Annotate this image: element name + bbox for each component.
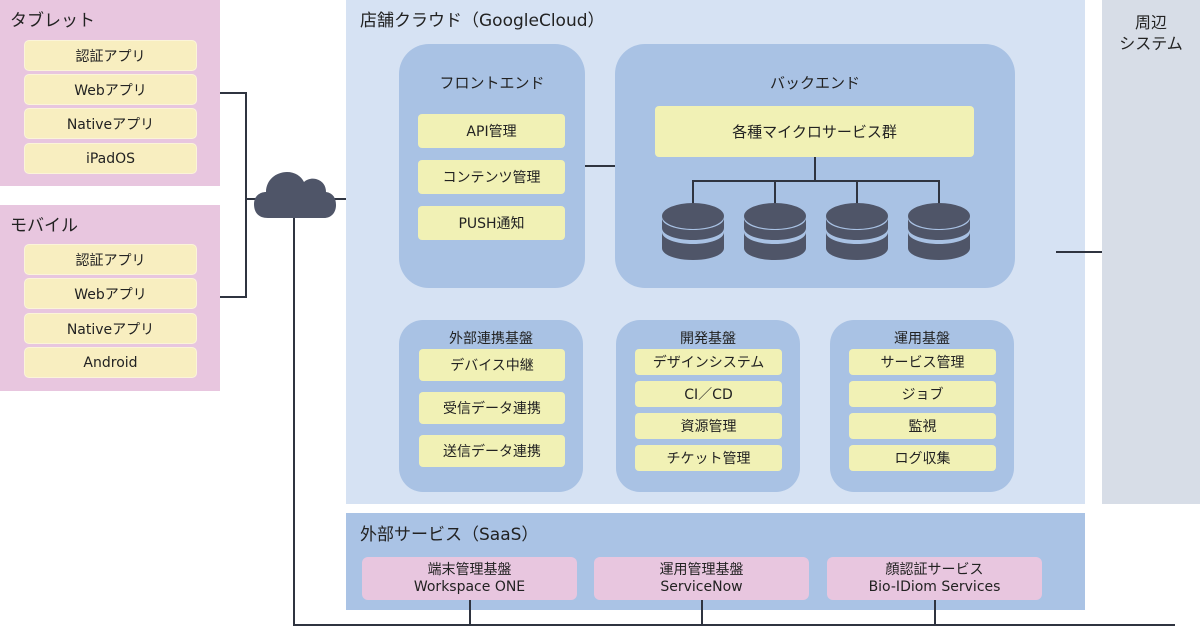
mobile-item-os: Android xyxy=(24,347,197,378)
connector-db-4 xyxy=(938,180,940,204)
operations-item-log-collection: ログ収集 xyxy=(849,445,996,471)
connector-bottom-bus xyxy=(293,624,1175,626)
operations-item-monitoring: 監視 xyxy=(849,413,996,439)
saas-item-product: Bio-IDiom Services xyxy=(868,578,1001,595)
development-item-design-system: デザインシステム xyxy=(635,349,782,375)
peripheral-title: 周辺 システム xyxy=(1102,12,1200,54)
database-icon xyxy=(826,203,888,260)
frontend-item-contents: コンテンツ管理 xyxy=(418,160,565,194)
frontend-group: フロントエンド API管理 コンテンツ管理 PUSH通知 xyxy=(399,44,585,288)
connector-devices-vertical xyxy=(245,92,247,298)
connector-cloud-down xyxy=(293,215,295,626)
operations-item-jobs: ジョブ xyxy=(849,381,996,407)
integration-group: 外部連携基盤 デバイス中継 受信データ連携 送信データ連携 xyxy=(399,320,583,492)
integration-item-send: 送信データ連携 xyxy=(419,435,565,467)
connector-frontend-backend xyxy=(585,165,615,167)
peripheral-panel: 周辺 システム xyxy=(1102,0,1200,504)
mobile-item-native-app: Nativeアプリ xyxy=(24,313,197,344)
peripheral-title-line1: 周辺 xyxy=(1134,13,1167,32)
store-cloud-panel: 店舗クラウド（GoogleCloud） フロントエンド API管理 コンテンツ管… xyxy=(346,0,1085,504)
frontend-title: フロントエンド xyxy=(439,74,545,92)
connector-cloud-to-store xyxy=(333,198,346,200)
saas-item-category: 運用管理基盤 xyxy=(659,561,744,578)
development-item-tickets: チケット管理 xyxy=(635,445,782,471)
saas-item-product: ServiceNow xyxy=(660,578,743,595)
connector-services-down xyxy=(814,157,816,181)
development-group: 開発基盤 デザインシステム CI／CD 資源管理 チケット管理 xyxy=(616,320,800,492)
connector-db-3 xyxy=(856,180,858,204)
saas-item-bio-idiom: 顔認証サービス Bio-IDiom Services xyxy=(827,557,1042,600)
tablet-title: タブレット xyxy=(10,11,95,31)
connector-db-1 xyxy=(692,180,694,204)
database-icon xyxy=(662,203,724,260)
connector-db-2 xyxy=(774,180,776,204)
saas-item-category: 端末管理基盤 xyxy=(427,561,512,578)
database-icon xyxy=(908,203,970,260)
saas-title: 外部サービス（SaaS） xyxy=(360,525,539,545)
operations-item-service-mgmt: サービス管理 xyxy=(849,349,996,375)
tablet-panel: タブレット 認証アプリ Webアプリ Nativeアプリ iPadOS xyxy=(0,0,220,186)
connector-saas-3 xyxy=(934,600,936,625)
development-item-cicd: CI／CD xyxy=(635,381,782,407)
peripheral-title-line2: システム xyxy=(1119,34,1183,53)
cloud-icon xyxy=(254,172,336,218)
store-cloud-title: 店舗クラウド（GoogleCloud） xyxy=(360,11,605,31)
operations-group: 運用基盤 サービス管理 ジョブ 監視 ログ収集 xyxy=(830,320,1014,492)
connector-db-bus xyxy=(692,180,940,182)
integration-title: 外部連携基盤 xyxy=(449,331,533,347)
mobile-item-web-app: Webアプリ xyxy=(24,278,197,309)
mobile-item-auth-app: 認証アプリ xyxy=(24,244,197,275)
operations-title: 運用基盤 xyxy=(894,331,950,347)
tablet-item-auth-app: 認証アプリ xyxy=(24,40,197,71)
saas-item-product: Workspace ONE xyxy=(413,578,526,595)
saas-item-servicenow: 運用管理基盤 ServiceNow xyxy=(594,557,809,600)
tablet-item-os: iPadOS xyxy=(24,143,197,174)
development-title: 開発基盤 xyxy=(680,331,736,347)
integration-item-receive: 受信データ連携 xyxy=(419,392,565,424)
development-item-resources: 資源管理 xyxy=(635,413,782,439)
microservices-box: 各種マイクロサービス群 xyxy=(655,106,974,157)
database-icon xyxy=(744,203,806,260)
frontend-item-push: PUSH通知 xyxy=(418,206,565,240)
tablet-item-web-app: Webアプリ xyxy=(24,74,197,105)
mobile-title: モバイル xyxy=(10,216,78,236)
connector-saas-1 xyxy=(469,600,471,625)
saas-item-workspace-one: 端末管理基盤 Workspace ONE xyxy=(362,557,577,600)
saas-panel: 外部サービス（SaaS） 端末管理基盤 Workspace ONE 運用管理基盤… xyxy=(346,513,1085,610)
connector-tablet xyxy=(220,92,246,94)
connector-devices-to-cloud xyxy=(245,198,259,200)
backend-title: バックエンド xyxy=(769,74,860,92)
connector-saas-2 xyxy=(701,600,703,625)
connector-store-peripheral xyxy=(1056,251,1102,253)
integration-item-device-relay: デバイス中継 xyxy=(419,349,565,381)
saas-item-category: 顔認証サービス xyxy=(885,561,984,578)
backend-group: バックエンド 各種マイクロサービス群 xyxy=(615,44,1015,288)
frontend-item-api: API管理 xyxy=(418,114,565,148)
connector-mobile xyxy=(220,296,246,298)
mobile-panel: モバイル 認証アプリ Webアプリ Nativeアプリ Android xyxy=(0,205,220,391)
tablet-item-native-app: Nativeアプリ xyxy=(24,108,197,139)
